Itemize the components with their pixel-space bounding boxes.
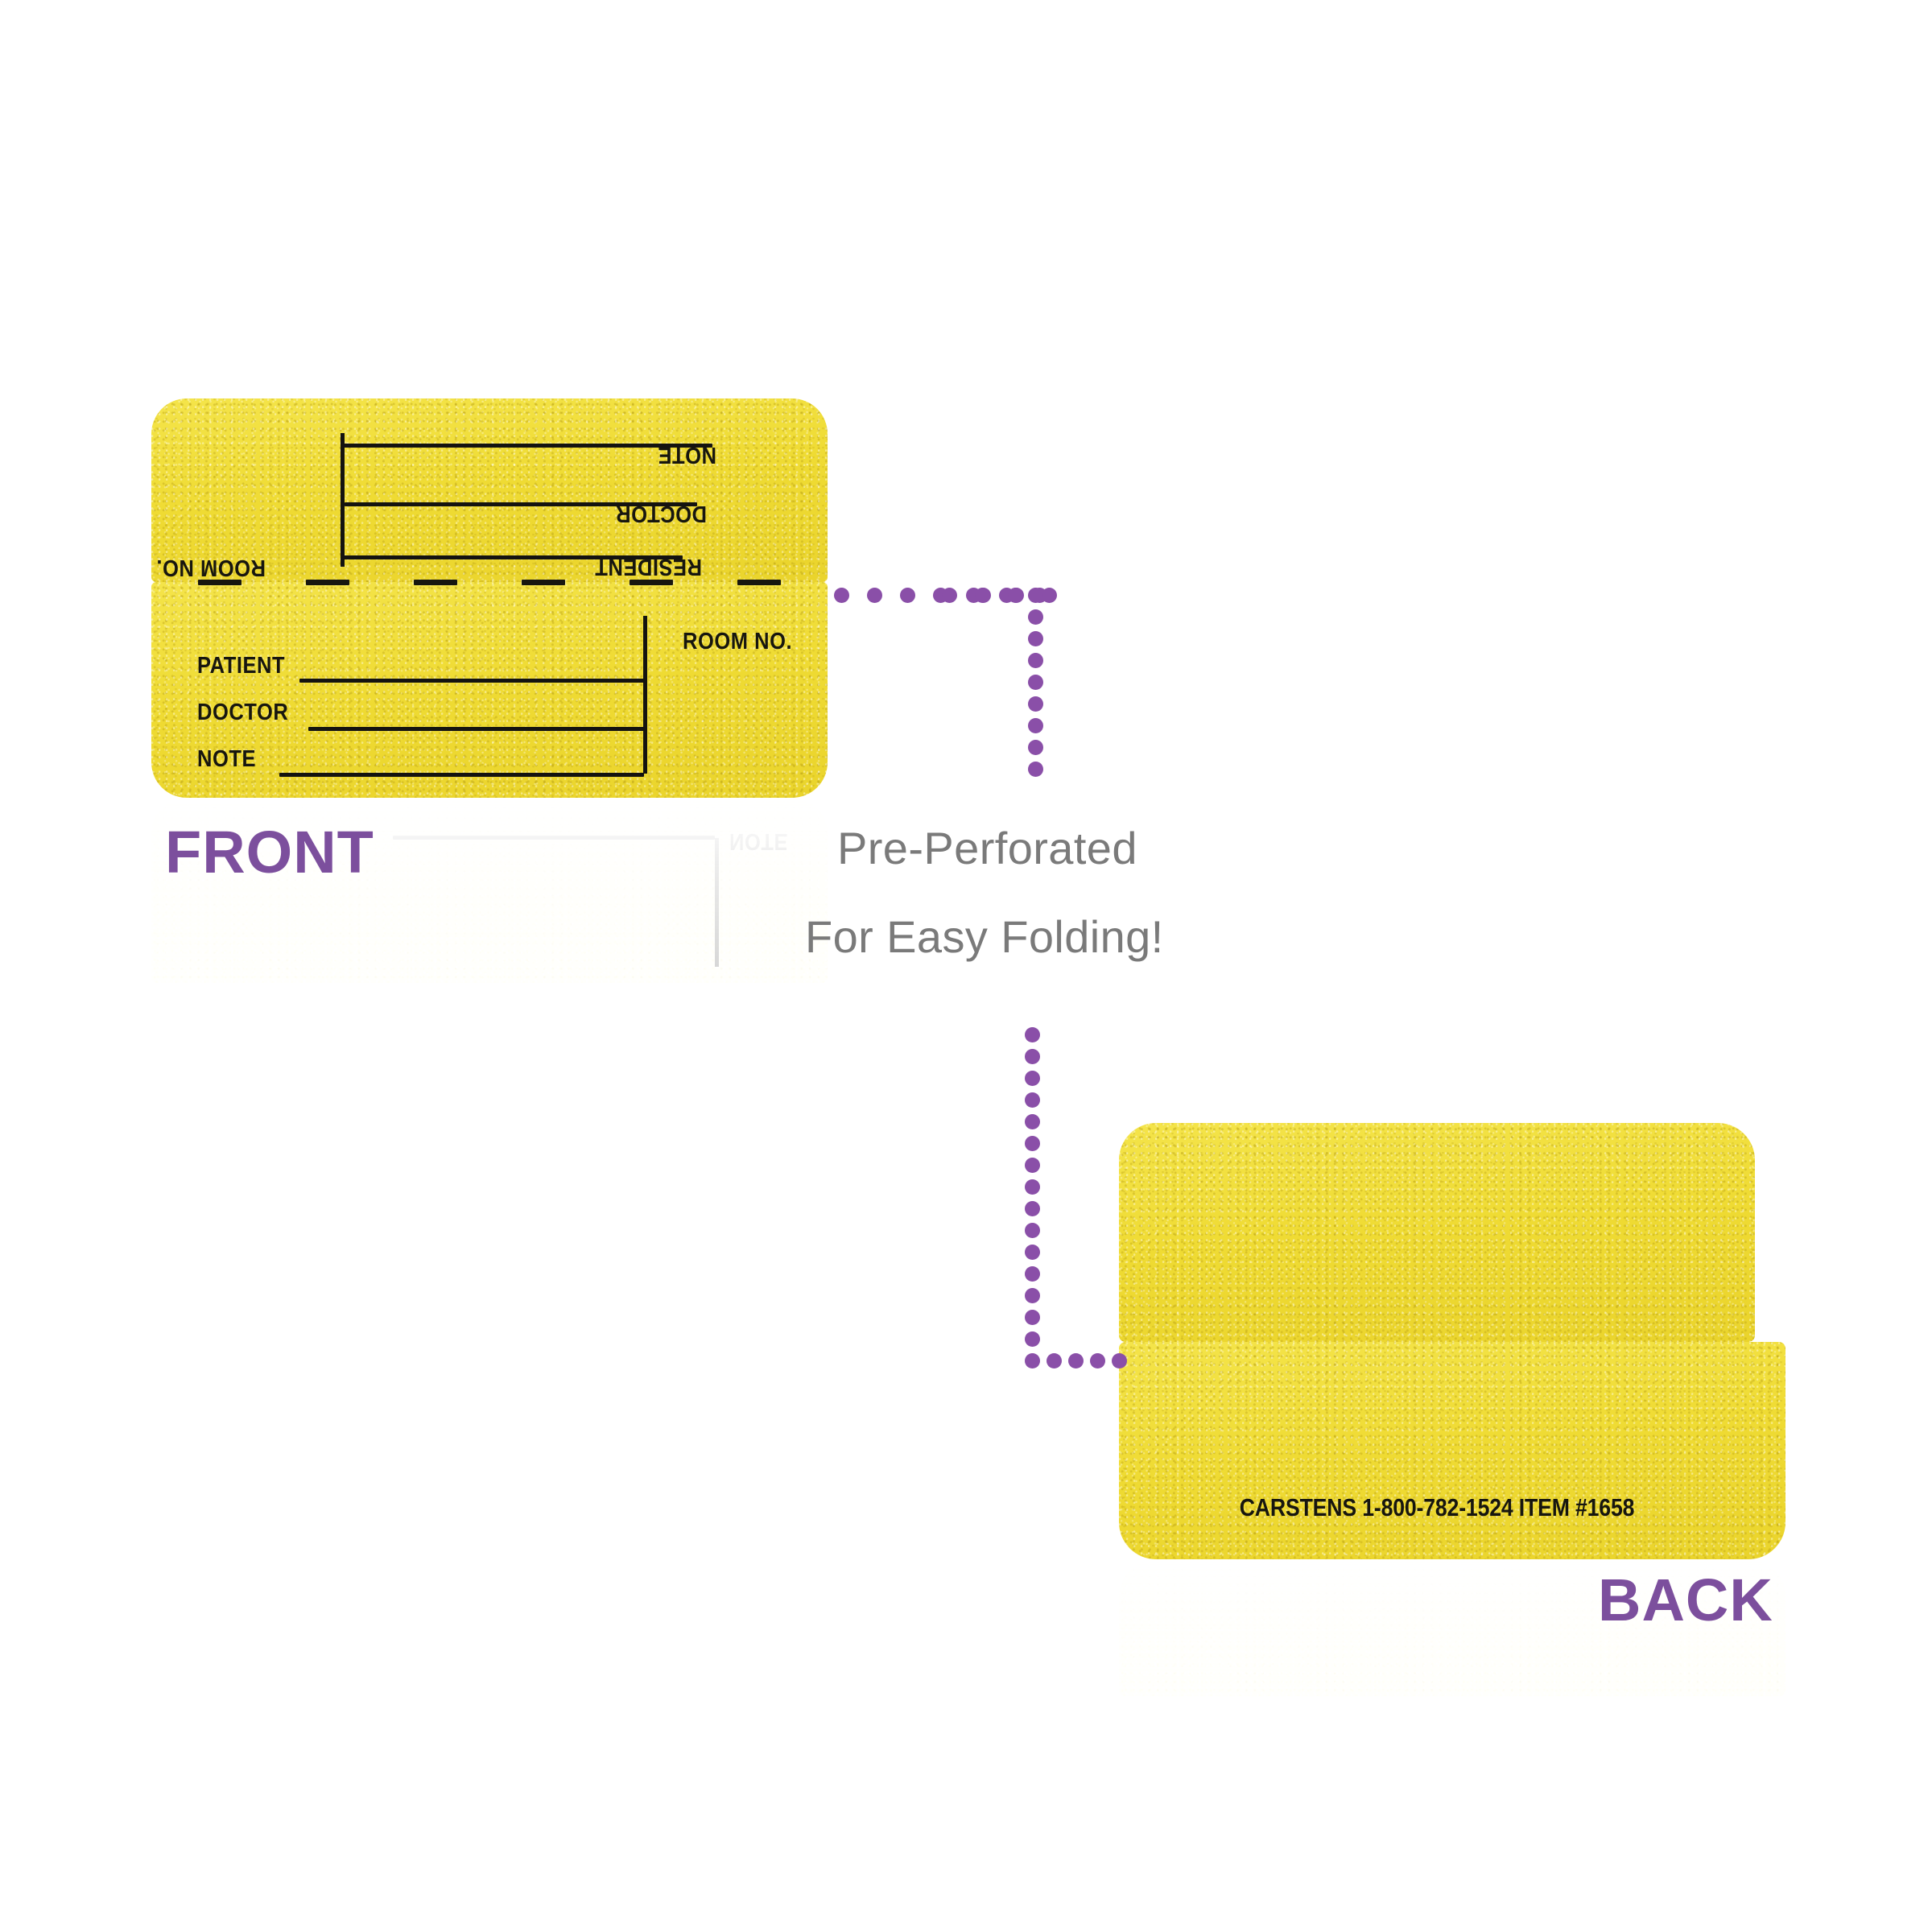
- connector-dot: [1028, 740, 1043, 755]
- connector-dot: [942, 588, 957, 603]
- connector-dot: [1025, 1266, 1040, 1282]
- connector-dot: [1028, 675, 1043, 690]
- front-top-resident-label: RESIDENT: [594, 554, 702, 580]
- front-reflection-rule: [393, 836, 715, 840]
- connector-dot: [1090, 1353, 1105, 1368]
- connector-dot: [1008, 588, 1023, 603]
- front-top-note-label: NOTE: [657, 442, 716, 468]
- front-reflection-divider: [715, 838, 719, 967]
- back-label-bottom-panel: [1119, 1342, 1785, 1559]
- connector-dot: [1025, 1201, 1040, 1216]
- front-bottom-divider-line: [643, 616, 647, 774]
- front-bottom-doctor-rule: [308, 727, 645, 731]
- connector-dot: [1025, 1158, 1040, 1173]
- front-label-bottom-panel: [151, 582, 828, 798]
- connector-dot: [1025, 1114, 1040, 1129]
- connector-dot: [1025, 1179, 1040, 1195]
- back-label-top-panel: [1119, 1123, 1755, 1342]
- front-caption: FRONT: [165, 819, 374, 886]
- connector-dot: [1068, 1353, 1084, 1368]
- connector-dot: [1046, 1353, 1062, 1368]
- front-top-doctor-label: DOCTOR: [615, 501, 707, 526]
- connector-dot: [1025, 1049, 1040, 1064]
- connector-dot: [834, 588, 849, 603]
- connector-dot: [1028, 696, 1043, 712]
- connector-dot: [900, 588, 915, 603]
- front-top-note-rule: [341, 444, 712, 448]
- connector-dot: [1025, 1245, 1040, 1260]
- front-bottom-patient-label: PATIENT: [197, 653, 286, 679]
- connector-dot: [1025, 1223, 1040, 1238]
- connector-dot: [1025, 1071, 1040, 1086]
- connector-dot: [1025, 1136, 1040, 1151]
- connector-dot: [1028, 609, 1043, 625]
- front-bottom-note-rule: [279, 773, 644, 777]
- front-top-room-no-label: ROOM NO.: [155, 555, 266, 580]
- front-top-resident-rule: [341, 555, 683, 559]
- connector-dot: [975, 588, 990, 603]
- front-bottom-patient-rule: [299, 679, 644, 683]
- back-caption: BACK: [1598, 1567, 1773, 1633]
- front-bottom-note-label: NOTE: [197, 746, 257, 772]
- connector-dot: [1025, 1027, 1040, 1042]
- back-label-imprint: CARSTENS 1-800-782-1524 ITEM #1658: [1239, 1493, 1635, 1521]
- front-label-top-panel: [151, 398, 828, 582]
- connector-dot: [1025, 1353, 1040, 1368]
- connector-dot: [1042, 588, 1057, 603]
- connector-dot: [1028, 653, 1043, 668]
- connector-dot: [1025, 1310, 1040, 1325]
- front-reflection-note-label: NOTE: [729, 828, 789, 854]
- annotation-line-2: For Easy Folding!: [805, 911, 1164, 962]
- annotation-line-1: Pre-Perforated: [837, 823, 1137, 873]
- connector-dot: [1112, 1353, 1127, 1368]
- front-bottom-doctor-label: DOCTOR: [197, 700, 289, 725]
- connector-dot: [1025, 1288, 1040, 1303]
- connector-dot: [1025, 1092, 1040, 1108]
- front-top-divider-line: [341, 433, 345, 567]
- connector-dot: [1028, 762, 1043, 777]
- connector-dot: [1025, 1331, 1040, 1347]
- front-bottom-room-no-label: ROOM NO.: [683, 629, 793, 654]
- front-top-doctor-rule: [345, 502, 697, 506]
- connector-dot: [1028, 588, 1043, 603]
- connector-dot: [1028, 718, 1043, 733]
- connector-dot: [867, 588, 882, 603]
- connector-dot: [1028, 631, 1043, 646]
